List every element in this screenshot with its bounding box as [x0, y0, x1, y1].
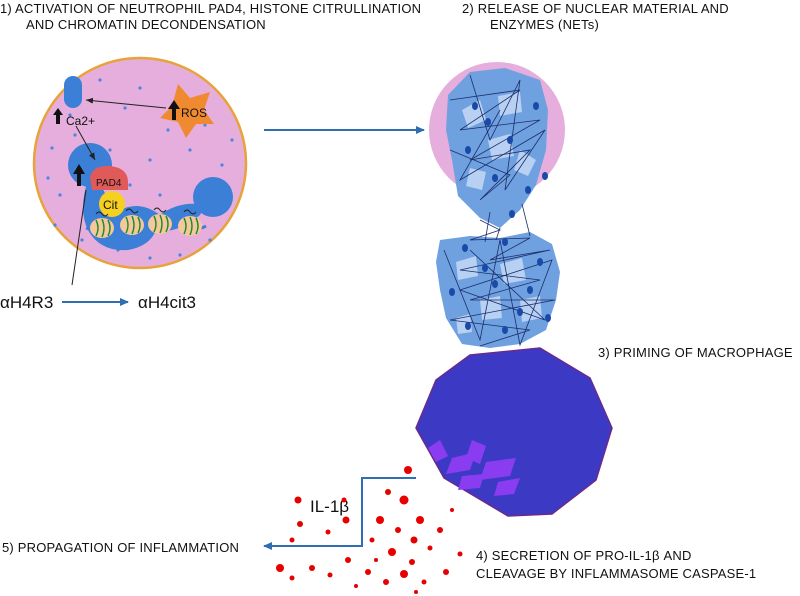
- histone-before-label: αH4R3: [0, 293, 53, 312]
- pad4-enzyme: [90, 165, 128, 190]
- step5-title: 5) PROPAGATION OF INFLAMMATION: [2, 540, 240, 555]
- pad4-to-histone-pointer: [71, 189, 87, 286]
- step2-title-line1: 2) RELEASE OF NUCLEAR MATERIAL AND: [462, 1, 729, 16]
- il1b-label: IL-1β: [310, 497, 349, 516]
- step3-title: 3) PRIMING OF MACROPHAGE: [598, 345, 793, 360]
- calcium-store: [64, 76, 82, 108]
- net-meshwork: [436, 68, 560, 348]
- macrophage-inflammasome: [428, 440, 520, 496]
- pad4-label: PAD4: [96, 178, 122, 189]
- up-arrow-icon: [168, 100, 180, 120]
- cit-label: Cit: [103, 198, 118, 212]
- citrulline: [99, 191, 125, 217]
- up-arrow-icon: [73, 164, 85, 186]
- calcium-to-pad4-arrow: [75, 125, 96, 161]
- nucleosome-chain: [85, 207, 207, 238]
- histone-after-label: αH4cit3: [138, 293, 196, 312]
- ros-star: [160, 84, 214, 138]
- il1b-droplets: [276, 466, 463, 594]
- step1-title-line2: AND CHROMATIN DECONDENSATION: [26, 17, 266, 32]
- propagation-arrow: [263, 477, 416, 550]
- step2-title-line2: ENZYMES (NETs): [490, 17, 599, 32]
- ca-label: Ca2+: [66, 114, 95, 128]
- step4-title-line1: 4) SECRETION OF PRO-IL-1β AND: [476, 548, 692, 563]
- macrophage: [415, 347, 613, 517]
- ros-label: ROS: [181, 106, 207, 120]
- step1-title-line1: 1) ACTIVATION OF NEUTROPHIL PAD4, HISTON…: [0, 1, 422, 16]
- up-arrow-icon: [53, 108, 63, 124]
- step4-title-line2: CLEAVAGE BY INFLAMMASOME CASPASE-1: [476, 566, 757, 581]
- ros-to-calcium-arrow: [85, 97, 167, 109]
